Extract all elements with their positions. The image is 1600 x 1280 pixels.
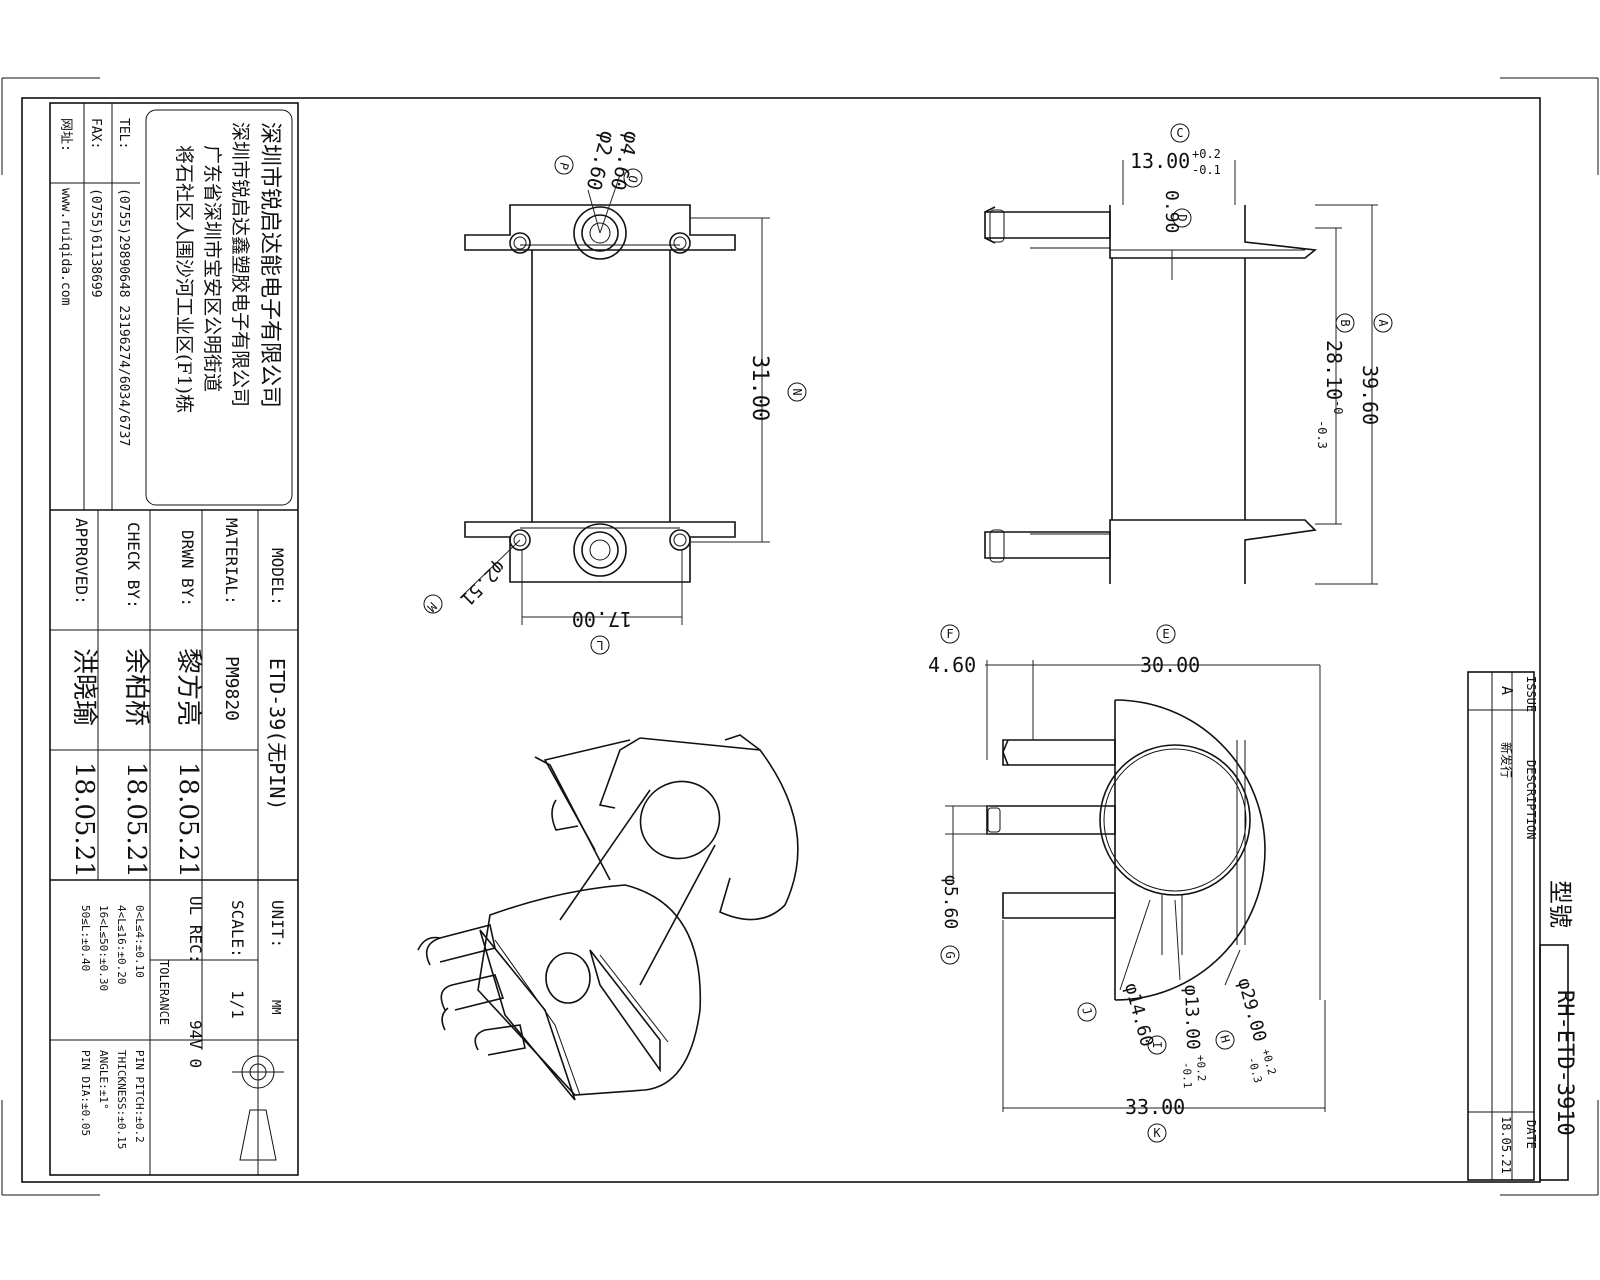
dim-h-ref: H [1217,1034,1232,1045]
dim-n-ref: N [790,388,804,395]
check-name: 余柏桥 [121,648,151,726]
tolerance-table: 0<L≤4:±0.10 4<L≤16:±0.20 16<L≤50:±0.30 5… [79,905,146,1149]
dim-n-value: 31.00 [747,355,772,421]
ul-label: UL REC: [186,896,205,963]
dim-c-ref: C [1176,126,1183,140]
dim-i-ref: I [1150,1041,1164,1049]
tol-left-4: 50≤L:±0.40 [79,905,92,971]
dim-c-tol-up: +0.2 [1192,147,1221,161]
material-label: MATERIAL: [222,518,241,605]
model-type-label: 型號 [1546,880,1574,928]
dim-b-ref: B [1338,319,1352,326]
top-view: 31.00 N 17.00 L φ4.60 O φ2.60 P φ2.51 M [423,129,807,655]
dim-h-value: φ29.00 [1233,976,1270,1044]
title-block: 深圳市锐启达能电子有限公司 深圳市锐启达鑫塑胶电子有限公司 广东省深圳市宝安区公… [49,102,299,1176]
dim-e-value: 30.00 [1140,653,1200,677]
drawn-label: DRWN BY: [178,530,197,607]
model-number: RH-ETD-3910 [1552,990,1577,1136]
dim-f-value: 4.60 [928,653,976,677]
dim-f-ref: F [946,627,953,641]
unit-value: MM [269,1000,283,1014]
fax-value: (0755)61138699 [88,188,103,298]
dim-d-value: 0.90 [1161,190,1182,233]
address-line-2: 将石社区人围沙河工业区(F1)栋 [173,145,195,413]
tolerance-label: TOLERANCE [157,960,171,1025]
scale-label: SCALE: [228,900,247,958]
drawn-date: 18.05.21 [173,762,203,878]
tol-right-2: THICKNESS:±0.15 [115,1050,128,1149]
dim-b-value: 28.10 [1322,340,1346,400]
dim-o-ref: O [625,174,640,185]
description-value: 新发行 [1499,742,1514,778]
tol-right-4: PIN DIA:±0.05 [79,1050,92,1136]
check-date: 18.05.21 [121,762,151,878]
issue-label: ISSUE [1524,676,1538,712]
dim-i-tol-up: +0.2 [1194,1055,1208,1082]
dim-m-value: φ2.51 [456,556,509,609]
tel-value: (0755)29890648 23196274/6034/6737 [116,188,131,446]
company-name: 深圳市锐启达能电子有限公司 [257,122,282,408]
fax-label: FAX: [88,118,103,149]
dim-a-ref: A [1376,319,1390,327]
approved-name: 洪晓瑜 [69,648,99,726]
tol-right-1: PIN PITCH:±0.2 [133,1050,146,1143]
dim-i-value: φ13.00 [1180,984,1203,1050]
tol-left-3: 16<L≤50:±0.30 [97,905,110,991]
dim-m-ref: M [424,599,439,614]
dim-a-value: 39.60 [1358,365,1382,425]
revision-block: ISSUE DESCRIPTION DATE A 新发行 18.05.21 型號… [1467,671,1577,1181]
dim-e-ref: E [1162,627,1169,641]
description-label: DESCRIPTION [1524,760,1538,839]
dim-k-value: 33.00 [1125,1095,1185,1119]
ul-value: 94V 0 [186,1020,205,1068]
dim-g-ref: G [943,951,957,958]
unit-label: UNIT: [268,900,287,948]
projection-symbol [232,1052,284,1161]
dim-k-ref: K [1153,1126,1161,1140]
check-label: CHECK BY: [124,522,143,609]
dim-l-value: 17.00 [572,607,632,631]
tol-left-2: 4<L≤16:±0.20 [115,905,128,984]
date-label: DATE [1524,1120,1538,1149]
dim-j-value: φ14.60 [1120,981,1157,1049]
side-view: 13.00 +0.2 -0.1 C 0.90 D 39.60 A 28.10 -… [984,123,1393,585]
dim-c-value: 13.00 [1130,149,1190,173]
model-label: MODEL: [268,548,287,606]
issue-value: A [1498,686,1516,695]
dim-l-ref: L [596,638,603,652]
dim-b-tol-dn: -0.3 [1315,420,1329,449]
web-value: www.ruiqida.com [58,188,73,306]
tel-label: TEL: [116,118,131,149]
end-view: 4.60 F 30.00 E φ5.60 G φ14.60 J φ13.00 +… [928,624,1326,1143]
dim-j-ref: J [1079,1006,1094,1017]
dim-c-tol-dn: -0.1 [1192,163,1221,177]
corner-marks [1,77,1599,1196]
drawn-name: 黎方亮 [173,648,203,726]
company-name-2: 深圳市锐启达鑫塑胶电子有限公司 [229,122,251,407]
approved-label: APPROVED: [72,518,91,605]
dim-i-tol-dn: -0.1 [1180,1062,1194,1089]
tol-right-3: ANGLE:±1° [97,1050,110,1110]
material-value: PM9820 [221,656,242,721]
approved-date: 18.05.21 [69,762,99,878]
dim-b-tol-up: -0 [1331,400,1345,414]
dim-p-ref: P [556,161,571,172]
date-value: 18.05.21 [1499,1116,1513,1174]
web-label: 网址: [58,118,73,152]
tol-left-1: 0<L≤4:±0.10 [133,905,146,978]
model-value: ETD-39(无PIN) [265,658,289,810]
dim-g-value: φ5.60 [940,875,961,929]
drawing-border [21,97,1541,1183]
isometric-view [417,734,799,1101]
scale-value: 1/1 [228,990,247,1019]
dim-d-ref: D [1175,214,1189,221]
address-line-1: 广东省深圳市宝安区公明街道 [201,145,223,392]
